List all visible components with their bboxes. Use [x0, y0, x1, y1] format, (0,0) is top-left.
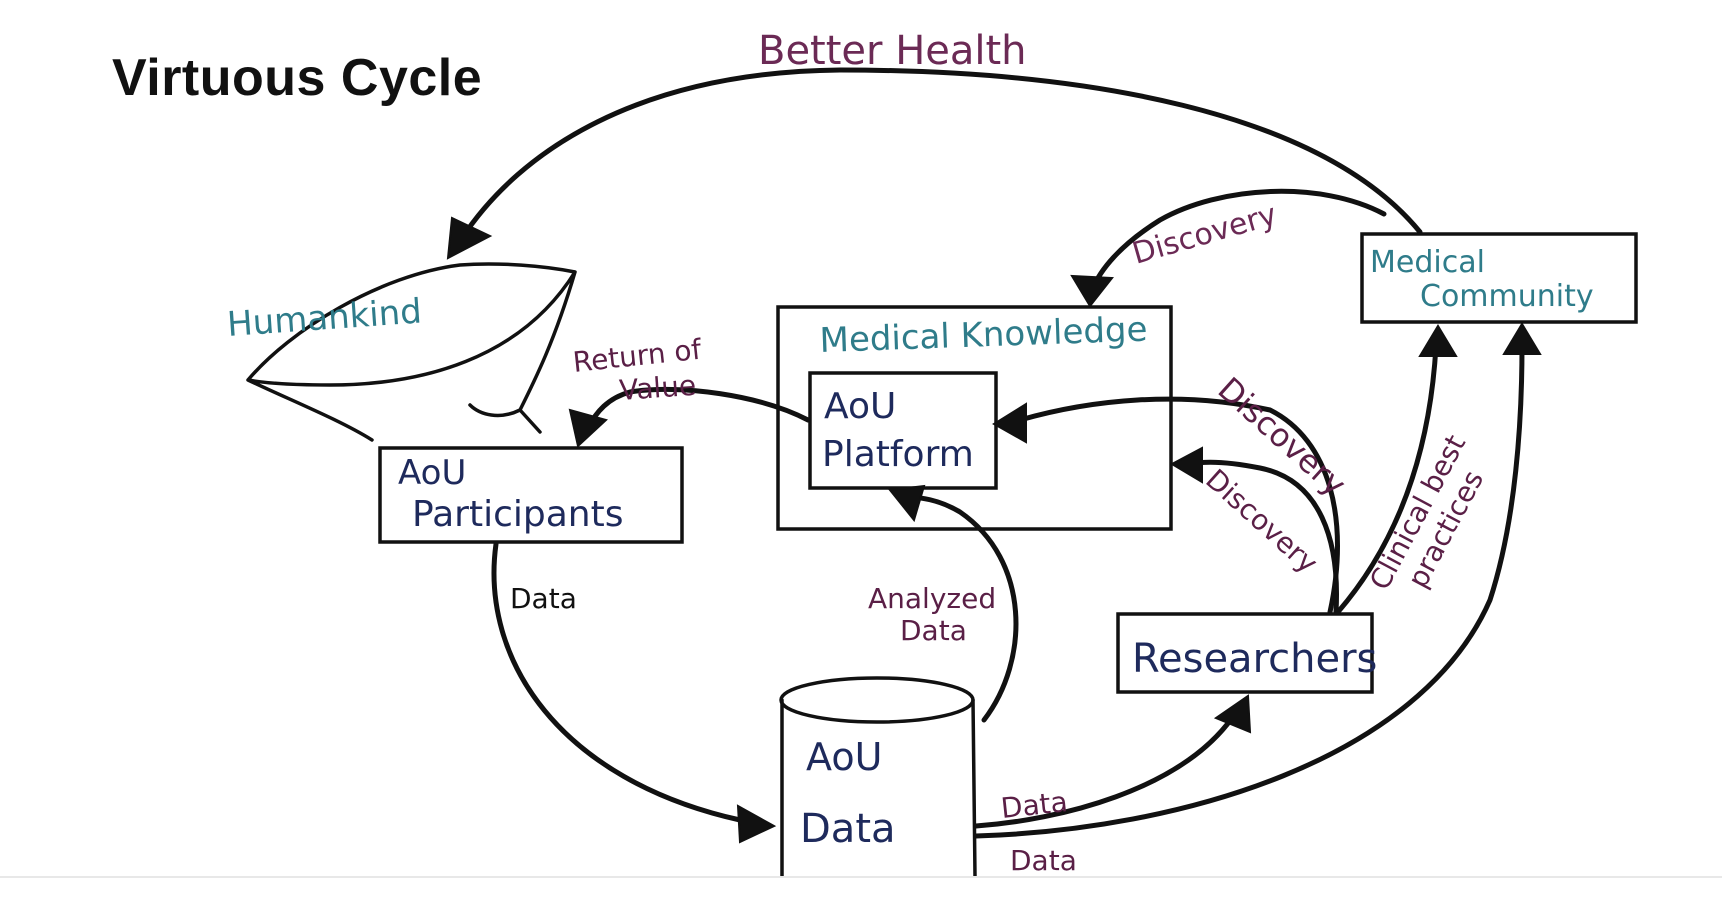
edge-discovery-low: [1187, 459, 1339, 615]
researchers-label: Researchers: [1132, 636, 1377, 682]
aou-data-label-line1: AoU: [806, 735, 882, 779]
better-health-label: Better Health: [758, 28, 1027, 74]
edge-data-to-researchers-arrowhead: [1213, 694, 1252, 734]
analyzed-data-label-line1: Analyzed: [868, 582, 996, 615]
return-of-value-label-line2: Value: [618, 369, 697, 407]
diagram-title: Virtuous Cycle: [112, 49, 483, 107]
edge-discovery-mid-arrowhead: [992, 402, 1027, 444]
researchers-box: [1116, 612, 1374, 694]
humankind-label: Humankind: [226, 291, 423, 344]
medical-knowledge-label: Medical Knowledge: [819, 310, 1148, 361]
edge-data-participants: [491, 541, 743, 823]
edge-data-participants-arrowhead: [736, 804, 777, 844]
edge-discovery-top-arrowhead: [1070, 274, 1114, 308]
aou-platform-label-line1: AoU: [824, 386, 896, 427]
edge-data-to-community: [973, 343, 1525, 839]
analyzed-data-label-line2: Data: [900, 614, 967, 647]
edge-clinical-best-practices: [1335, 343, 1439, 615]
bottom-divider: [0, 876, 1722, 878]
medical-knowledge-box: [776, 305, 1173, 531]
data-to-researchers-label: Data: [999, 785, 1069, 825]
edge-analyzed-data-arrowhead: [888, 484, 926, 523]
edge-better-health-arrowhead: [446, 216, 493, 260]
edge-return-of-value: [585, 386, 811, 431]
aou-platform-label-line2: Platform: [822, 434, 974, 475]
medical-community-label-line1: Medical: [1370, 245, 1485, 280]
aou-participants-box: [378, 446, 684, 544]
edge-return-of-value-arrowhead: [568, 408, 608, 448]
edge-discovery-low-arrowhead: [1169, 446, 1203, 484]
edge-clinical-arrowhead: [1418, 324, 1458, 357]
edge-discovery-mid: [1017, 396, 1340, 615]
humankind-funnel-shape: [246, 262, 577, 442]
edge-data-to-researchers: [973, 715, 1235, 829]
aou-participants-label-line1: AoU: [398, 453, 466, 493]
discovery-top-label: Discovery: [1129, 197, 1281, 271]
medical-community-box: [1360, 232, 1638, 324]
data-participants-label: Data: [510, 582, 577, 615]
edge-discovery-top: [1089, 188, 1387, 293]
aou-data-cylinder: [779, 676, 977, 878]
aou-participants-label-line2: Participants: [412, 494, 623, 535]
edge-better-health: [459, 67, 1423, 241]
medical-community-label-line2: Community: [1420, 279, 1594, 314]
data-to-community-label: Data: [1010, 844, 1077, 877]
edge-data-to-community-arrowhead: [1502, 322, 1542, 355]
edge-analyzed-data: [903, 495, 1019, 723]
aou-data-label-line2: Data: [800, 806, 896, 852]
